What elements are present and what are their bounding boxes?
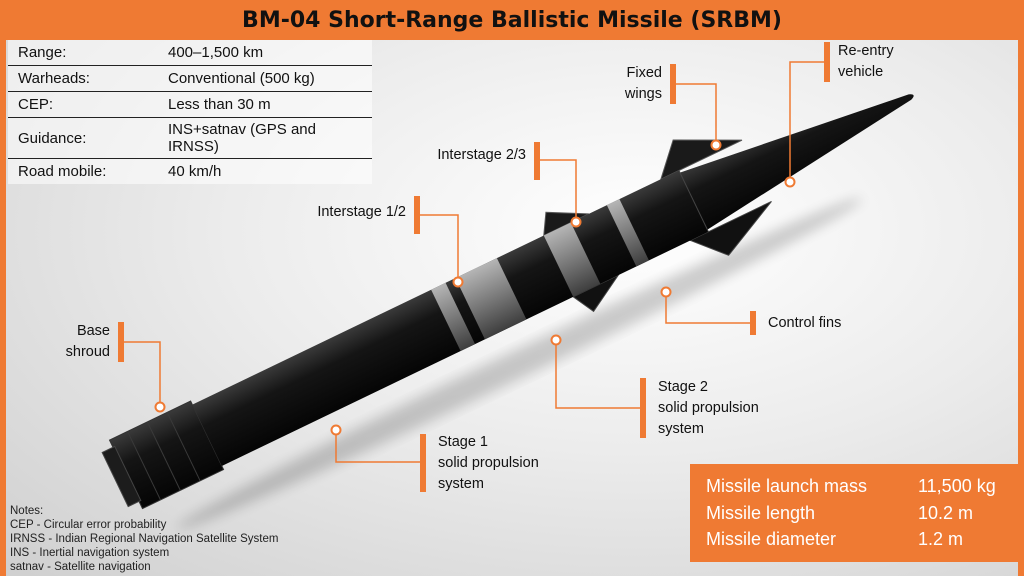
note-line: IRNSS - Indian Regional Navigation Satel… xyxy=(10,533,279,545)
spec-value: Conventional (500 kg) xyxy=(168,70,315,87)
notes: Notes: CEP - Circular error probability … xyxy=(10,504,278,574)
spec-row: CEP: Less than 30 m xyxy=(8,92,372,118)
callout-text: Control fins xyxy=(768,315,842,331)
callout-text: vehicle xyxy=(838,64,884,80)
callout-interstage-1-2: Interstage 1/2 xyxy=(280,202,406,223)
interstage-1-2-band xyxy=(431,282,476,352)
callout-text: system xyxy=(438,476,484,492)
left-frame-stripe xyxy=(0,0,6,576)
callout-text: Stage 2 xyxy=(658,379,708,395)
missile xyxy=(101,94,914,510)
callout-lines xyxy=(124,61,824,463)
callout-base-shroud: Base shroud xyxy=(40,321,110,363)
fixed-wing-top xyxy=(660,139,743,181)
callout-bars xyxy=(118,42,830,492)
callout-stage-1: Stage 1 solid propulsion system xyxy=(438,432,539,495)
spec-table: Range: 400–1,500 km Warheads: Conventional… xyxy=(8,40,372,184)
callout-text: Re-entry xyxy=(838,43,894,59)
spec-value: 400–1,500 km xyxy=(168,44,264,61)
note-line: INS - Inertial navigation system xyxy=(10,547,170,559)
stats-value: 1.2 m xyxy=(918,529,964,549)
reentry-vehicle-cone xyxy=(660,94,914,241)
callout-reentry-vehicle: Re-entry vehicle xyxy=(838,41,894,83)
control-fin-bottom xyxy=(572,273,620,313)
notes-heading: Notes: xyxy=(10,505,44,517)
stats-value: 10.2 m xyxy=(918,503,974,523)
spec-row: Road mobile: 40 km/h xyxy=(8,159,372,185)
callout-dots xyxy=(154,139,796,436)
callout-text: Base xyxy=(76,323,110,339)
nozzle-end xyxy=(101,445,142,508)
interstage-2-3-band xyxy=(543,222,601,297)
stats-row: Missile diameter 1.2 m xyxy=(706,529,1006,550)
spec-value: INS+satnav (GPS and IRNSS) xyxy=(168,121,316,155)
spec-row: Guidance: INS+satnav (GPS and IRNSS) xyxy=(8,118,372,159)
spec-value: Less than 30 m xyxy=(168,96,271,113)
spec-key: Guidance: xyxy=(18,129,87,147)
callout-text: solid propulsion xyxy=(658,400,759,416)
stats-label: Missile length xyxy=(706,503,816,523)
callout-interstage-2-3: Interstage 2/3 xyxy=(400,145,526,166)
callout-text: Fixed xyxy=(626,65,662,81)
spec-key: Road mobile: xyxy=(18,163,107,180)
spec-value: 40 km/h xyxy=(168,163,222,180)
note-line: satnav - Satellite navigation xyxy=(10,561,151,573)
stats-row: Missile length 10.2 m xyxy=(706,503,1006,524)
spec-row: Warheads: Conventional (500 kg) xyxy=(8,66,372,92)
spec-key: Warheads: xyxy=(18,70,90,87)
callout-text: wings xyxy=(624,86,662,102)
callout-text: Interstage 2/3 xyxy=(437,147,526,163)
stage-marking-band xyxy=(455,258,527,340)
callout-text: Interstage 1/2 xyxy=(317,204,406,220)
missile-shadow xyxy=(176,198,862,529)
forward-band xyxy=(606,199,649,267)
stats-label: Missile launch mass xyxy=(706,476,868,496)
callout-text: shroud xyxy=(65,344,110,360)
stats-row: Missile launch mass 11,500 kg xyxy=(706,476,1006,497)
fixed-wing-bottom xyxy=(689,200,772,256)
callout-text: system xyxy=(658,421,704,437)
callout-stage-2: Stage 2 solid propulsion system xyxy=(658,377,759,440)
title-bar: BM-04 Short-Range Ballistic Missile (SRB… xyxy=(0,0,1024,40)
callout-text: solid propulsion xyxy=(438,455,539,471)
missile-stats-box: Missile launch mass 11,500 kg Missile le… xyxy=(690,464,1018,562)
spec-key: CEP: xyxy=(18,96,54,113)
stats-value: 11,500 kg xyxy=(918,476,996,496)
callout-text: Stage 1 xyxy=(438,434,488,450)
note-line: CEP - Circular error probability xyxy=(10,519,167,531)
callout-control-fins: Control fins xyxy=(768,313,841,334)
stats-label: Missile diameter xyxy=(706,529,837,549)
right-frame-stripe xyxy=(1018,0,1024,576)
spec-key: Range: xyxy=(18,44,67,61)
callout-fixed-wings: Fixed wings xyxy=(600,63,662,105)
page-title: BM-04 Short-Range Ballistic Missile (SRB… xyxy=(242,7,782,33)
spec-row: Range: 400–1,500 km xyxy=(8,40,372,66)
